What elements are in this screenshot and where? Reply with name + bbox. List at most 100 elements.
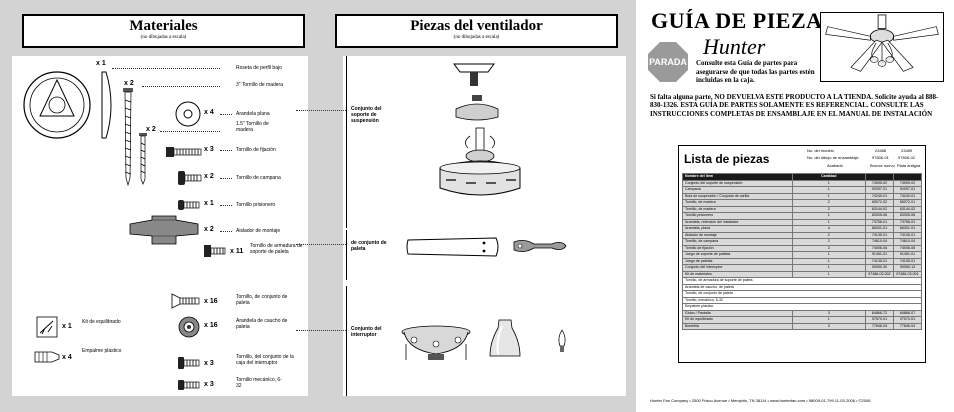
table-cell: Bombilla — [682, 322, 793, 330]
switch-section-bracket — [346, 286, 347, 396]
blade-bracket-screw-icon — [204, 245, 226, 257]
table-cell: 97486-02-002 — [865, 270, 894, 278]
blade-bracket-drawing — [513, 240, 567, 252]
blade-assembly-screw-qty: x 16 — [204, 298, 218, 305]
flat-washer-label: Arandela plana — [236, 111, 270, 117]
switch-leader — [296, 330, 346, 331]
hanger-section-bracket — [346, 56, 347, 228]
stop-sign-text: PARADA — [649, 57, 687, 67]
captive-screw-label: Tornillo prisionero — [236, 202, 276, 208]
hanger-section-label: Conjunto del soporte de suspensión — [351, 106, 382, 124]
table-cell: 97486-03-001 — [892, 270, 923, 278]
notice-text: Si falta alguna parte, NO DEVUELVA ESTE … — [650, 93, 939, 118]
hanger-bracket-drawing — [453, 63, 495, 86]
rosette-leader — [112, 68, 220, 69]
model-2: 23489 — [901, 148, 913, 153]
drawing-1: 97606-01 — [872, 155, 889, 160]
brand-logo: Hunter — [703, 34, 766, 59]
glass-shade-drawing — [489, 319, 521, 357]
blade-assembly-screw-icon — [171, 293, 200, 309]
blade-section-label: de conjunto de paleta — [351, 240, 387, 252]
captive-screw-qty: x 1 — [204, 200, 214, 207]
fan-parts-subtitle: (no dibujadas a escala) — [453, 35, 500, 40]
finish-1: Bronce nuevo — [870, 163, 895, 168]
motor-assembly-drawing — [439, 127, 521, 196]
model-label: No. del modelo — [807, 148, 834, 153]
table-cell: 77846-04 — [865, 322, 894, 330]
guide-title: GUÍA DE PIEZAS — [651, 8, 836, 33]
wood-screw-1-5in-label: 1.5" Tornillo de madera — [236, 121, 269, 133]
switch-housing-drawing — [401, 325, 471, 360]
set-screw-icon — [166, 147, 202, 157]
set-screw-qty: x 3 — [204, 146, 214, 153]
materials-title: Materiales — [129, 18, 198, 34]
parts-list-box: Lista de piezas No. del modelo 23488 234… — [678, 145, 926, 363]
finish-2: Plata antigua — [897, 163, 921, 168]
canopy-screw-leader — [220, 178, 232, 179]
machine-screw-qty: x 3 — [204, 381, 214, 388]
rosette-drawing — [23, 71, 91, 139]
switch-housing-screw-icon — [178, 357, 200, 369]
wood-screw-1-5in-icon — [139, 133, 147, 185]
flat-washer-icon — [175, 101, 201, 127]
blade-leader — [296, 244, 346, 245]
switch-section-label: Conjunto del interruptor — [351, 326, 382, 338]
table-row: Bola de suspensión / Conjunto de varilla… — [682, 192, 923, 200]
set-screw-label: Tornillo de fijación — [236, 147, 276, 153]
flat-washer-qty: x 4 — [204, 109, 214, 116]
mounting-isolator-leader — [220, 231, 232, 232]
mounting-isolator-label: Aislador de montaje — [236, 228, 281, 234]
balancing-kit-qty: x 1 — [62, 323, 72, 330]
machine-screw-label: Tornillo mecánico, 6-32 — [236, 377, 282, 389]
rosette-side-drawing — [101, 71, 112, 139]
blade-bracket-screw-qty: x 11 — [230, 248, 244, 255]
finish-label: Acabado — [827, 163, 843, 168]
wood-screw-1-5in-qty: x 2 — [146, 126, 156, 133]
wire-connector-icon — [34, 351, 60, 363]
materials-subtitle: (no dibujadas a escala) — [140, 35, 187, 40]
fan-parts-header: Piezas del ventilador (no dibujadas a es… — [335, 14, 618, 48]
fan-blade-drawing — [406, 237, 499, 257]
rosette-label: Roseta de perfil bajo — [236, 65, 282, 71]
wood-screw-3in-icon — [123, 88, 133, 187]
rubber-grommet-icon — [178, 316, 200, 338]
stop-sign-icon: PARADA — [648, 42, 688, 82]
blade-assembly-screw-label: Tornillo, de conjunto de paleta — [236, 294, 288, 306]
machine-screw-icon — [178, 380, 200, 390]
wood-screw-3in-leader — [142, 86, 220, 87]
blade-bracket-screw-label: Tornillo de armadura de soporte de palet… — [250, 243, 303, 255]
light-bulb-drawing — [558, 329, 566, 352]
rubber-grommet-label: Arandela de caucho de paleta — [236, 318, 288, 330]
rubber-grommet-qty: x 16 — [204, 322, 218, 329]
flat-washer-leader — [220, 114, 232, 115]
wood-screw-1-5in-leader — [160, 131, 220, 132]
blade-section-bracket — [346, 230, 347, 280]
canopy-screw-qty: x 2 — [204, 173, 214, 180]
set-screw-leader — [220, 150, 232, 151]
canopy-screw-icon — [178, 171, 202, 185]
balancing-kit-label: Kit de equilibrado — [82, 319, 121, 325]
switch-housing-screw-label: Tornillo, del conjunto de la caja del in… — [236, 354, 294, 366]
drawing-label: No. del dibujo de ensamblaje — [807, 155, 859, 160]
balancing-kit-icon — [36, 316, 58, 338]
captive-screw-leader — [220, 205, 232, 206]
canopy-screw-label: Tornillo de campana — [236, 175, 281, 181]
wood-screw-3in-qty: x 2 — [124, 80, 134, 87]
switch-housing-screw-qty: x 3 — [204, 360, 214, 367]
hanger-leader — [296, 110, 346, 111]
canopy-drawing — [455, 95, 499, 121]
table-cell: 77846-04 — [892, 322, 923, 330]
mounting-isolator-icon — [129, 215, 199, 245]
parts-list-title: Lista de piezas — [684, 152, 770, 166]
footer-text: Hunter Fan Company • 2500 Frisco Avenue … — [650, 398, 871, 403]
ceiling-fan-illustration — [820, 12, 944, 82]
table-cell: 3 — [791, 322, 867, 330]
